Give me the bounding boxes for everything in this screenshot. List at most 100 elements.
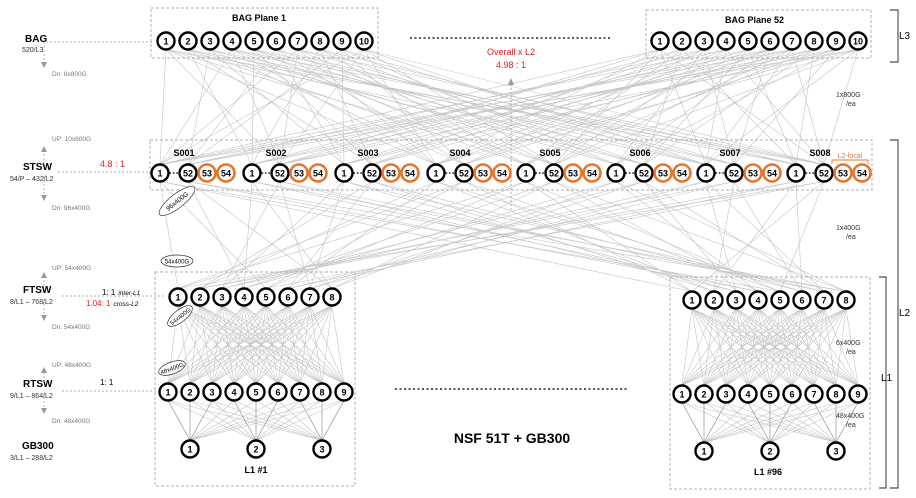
pod1-gb300-node-2[interactable]: 2 <box>246 439 266 459</box>
stsw-s001-node-52[interactable]: 52 <box>178 163 198 183</box>
pod2-rtsw-node-1[interactable]: 1 <box>672 384 692 404</box>
pod1-rtsw-node-4[interactable]: 4 <box>224 382 244 402</box>
pod1-gb300-node-1[interactable]: 1 <box>180 439 200 459</box>
stsw-s003-node-54[interactable]: 54 <box>400 163 420 183</box>
stsw-s003-node-52[interactable]: 52 <box>362 163 382 183</box>
pod1-ftsw-node-6[interactable]: 6 <box>278 287 298 307</box>
stsw-s005-node-52-label: 52 <box>549 169 559 179</box>
stsw-s004-node-54[interactable]: 54 <box>492 163 512 183</box>
bag1-node-9[interactable]: 9 <box>332 31 352 51</box>
stsw-s007-node-54[interactable]: 54 <box>762 163 782 183</box>
pod2-rtsw-node-7[interactable]: 7 <box>804 384 824 404</box>
bag52-node-9[interactable]: 9 <box>826 31 846 51</box>
stsw-s004-node-1[interactable]: 1 <box>426 163 446 183</box>
stsw-s006-node-53[interactable]: 53 <box>653 163 673 183</box>
bag52-node-1[interactable]: 1 <box>650 31 670 51</box>
stsw-s001-node-1[interactable]: 1 <box>150 163 170 183</box>
pod2-ftsw-node-2[interactable]: 2 <box>704 290 724 310</box>
pod2-ftsw-node-4[interactable]: 4 <box>748 290 768 310</box>
stsw-s002-node-54[interactable]: 54 <box>308 163 328 183</box>
stsw-s007-node-1[interactable]: 1 <box>696 163 716 183</box>
bag52-node-4[interactable]: 4 <box>716 31 736 51</box>
pod2-rtsw-node-6[interactable]: 6 <box>782 384 802 404</box>
bag1-node-4[interactable]: 4 <box>222 31 242 51</box>
pod1-rtsw-node-8[interactable]: 8 <box>312 382 332 402</box>
pod2-rtsw-node-9[interactable]: 9 <box>848 384 868 404</box>
pod1-ftsw-node-3[interactable]: 3 <box>212 287 232 307</box>
pod2-rtsw-node-3[interactable]: 3 <box>716 384 736 404</box>
stsw-s004-node-52[interactable]: 52 <box>454 163 474 183</box>
rtsw-gb-link <box>703 402 749 443</box>
pod2-gb300-node-2[interactable]: 2 <box>760 441 780 461</box>
stsw-s005-node-52[interactable]: 52 <box>544 163 564 183</box>
stsw-s005-node-53-label: 53 <box>568 169 578 179</box>
stsw-s006-node-52[interactable]: 52 <box>634 163 654 183</box>
stsw-s001-node-53[interactable]: 53 <box>197 163 217 183</box>
stsw-s003-node-1[interactable]: 1 <box>334 163 354 183</box>
bag-stsw-link <box>253 49 797 165</box>
pod1-ftsw-node-7[interactable]: 7 <box>300 287 320 307</box>
pod1-rtsw-node-1[interactable]: 1 <box>158 382 178 402</box>
stsw-s007-node-53[interactable]: 53 <box>743 163 763 183</box>
bag1-node-6-circle <box>266 31 286 51</box>
stsw-s007-node-52[interactable]: 52 <box>724 163 744 183</box>
pod1-ftsw-node-5-circle <box>256 287 276 307</box>
pod2-rtsw-node-4[interactable]: 4 <box>738 384 758 404</box>
stsw-s005-node-1[interactable]: 1 <box>516 163 536 183</box>
pod1-rtsw-node-5[interactable]: 5 <box>246 382 266 402</box>
bag1-node-7[interactable]: 7 <box>288 31 308 51</box>
bag52-node-5[interactable]: 5 <box>738 31 758 51</box>
pod1-ftsw-node-5[interactable]: 5 <box>256 287 276 307</box>
bag1-node-6[interactable]: 6 <box>266 31 286 51</box>
pod1-gb300-node-3[interactable]: 3 <box>312 439 332 459</box>
stsw-s006-node-54[interactable]: 54 <box>672 163 692 183</box>
bag1-node-8[interactable]: 8 <box>310 31 330 51</box>
pod2-ftsw-node-6[interactable]: 6 <box>792 290 812 310</box>
bag52-node-3[interactable]: 3 <box>694 31 714 51</box>
pod2-ftsw-node-1[interactable]: 1 <box>682 290 702 310</box>
bag1-node-3[interactable]: 3 <box>200 31 220 51</box>
bag1-node-2[interactable]: 2 <box>178 31 198 51</box>
stsw-s006-node-1[interactable]: 1 <box>606 163 626 183</box>
bag1-node-1[interactable]: 1 <box>156 31 176 51</box>
stsw-s002-node-52[interactable]: 52 <box>270 163 290 183</box>
pod2-rtsw-node-5[interactable]: 5 <box>760 384 780 404</box>
pod2-gb300-node-3[interactable]: 3 <box>826 441 846 461</box>
bag1-node-10[interactable]: 10 <box>354 31 374 51</box>
stsw-s002-node-53[interactable]: 53 <box>289 163 309 183</box>
pod2-ftsw-node-3[interactable]: 3 <box>726 290 746 310</box>
pod1-rtsw-node-3[interactable]: 3 <box>202 382 222 402</box>
pod1-rtsw-node-6[interactable]: 6 <box>268 382 288 402</box>
pod1-ftsw-node-8[interactable]: 8 <box>322 287 342 307</box>
stsw-s004-node-53[interactable]: 53 <box>473 163 493 183</box>
stsw-s008-node-1[interactable]: 1 <box>786 163 806 183</box>
pod1-rtsw-node-2[interactable]: 2 <box>180 382 200 402</box>
pod2-rtsw-node-8[interactable]: 8 <box>826 384 846 404</box>
pod2-gb300-node-1[interactable]: 1 <box>694 441 714 461</box>
pod2-ftsw-node-7[interactable]: 7 <box>814 290 834 310</box>
bag52-node-8[interactable]: 8 <box>804 31 824 51</box>
pod1-ftsw-node-2[interactable]: 2 <box>190 287 210 307</box>
pod2-ftsw-node-5[interactable]: 5 <box>770 290 790 310</box>
stsw-s004-node-53-label: 53 <box>478 169 488 179</box>
stsw-s008-node-54[interactable]: 54 <box>852 163 872 183</box>
pod1-ftsw-node-1[interactable]: 1 <box>168 287 188 307</box>
bag52-node-7[interactable]: 7 <box>782 31 802 51</box>
stsw-s005-node-54[interactable]: 54 <box>582 163 602 183</box>
pod2-rtsw-node-2[interactable]: 2 <box>694 384 714 404</box>
bag52-node-10[interactable]: 10 <box>848 31 868 51</box>
bag1-node-5[interactable]: 5 <box>244 31 264 51</box>
bag52-node-6[interactable]: 6 <box>760 31 780 51</box>
pod1-ftsw-node-4[interactable]: 4 <box>234 287 254 307</box>
stsw-s001-node-54[interactable]: 54 <box>216 163 236 183</box>
stsw-s002-node-1[interactable]: 1 <box>242 163 262 183</box>
stsw-s005-node-53[interactable]: 53 <box>563 163 583 183</box>
stsw-s008-node-52[interactable]: 52 <box>814 163 834 183</box>
pod1-rtsw-node-7[interactable]: 7 <box>290 382 310 402</box>
stsw-s008-node-53[interactable]: 53 <box>833 163 853 183</box>
pod2-ftsw-node-8[interactable]: 8 <box>836 290 856 310</box>
stsw-s003-node-53[interactable]: 53 <box>381 163 401 183</box>
pod2-rtsw-node-6-circle <box>782 384 802 404</box>
pod1-rtsw-node-9[interactable]: 9 <box>334 382 354 402</box>
bag52-node-2[interactable]: 2 <box>672 31 692 51</box>
